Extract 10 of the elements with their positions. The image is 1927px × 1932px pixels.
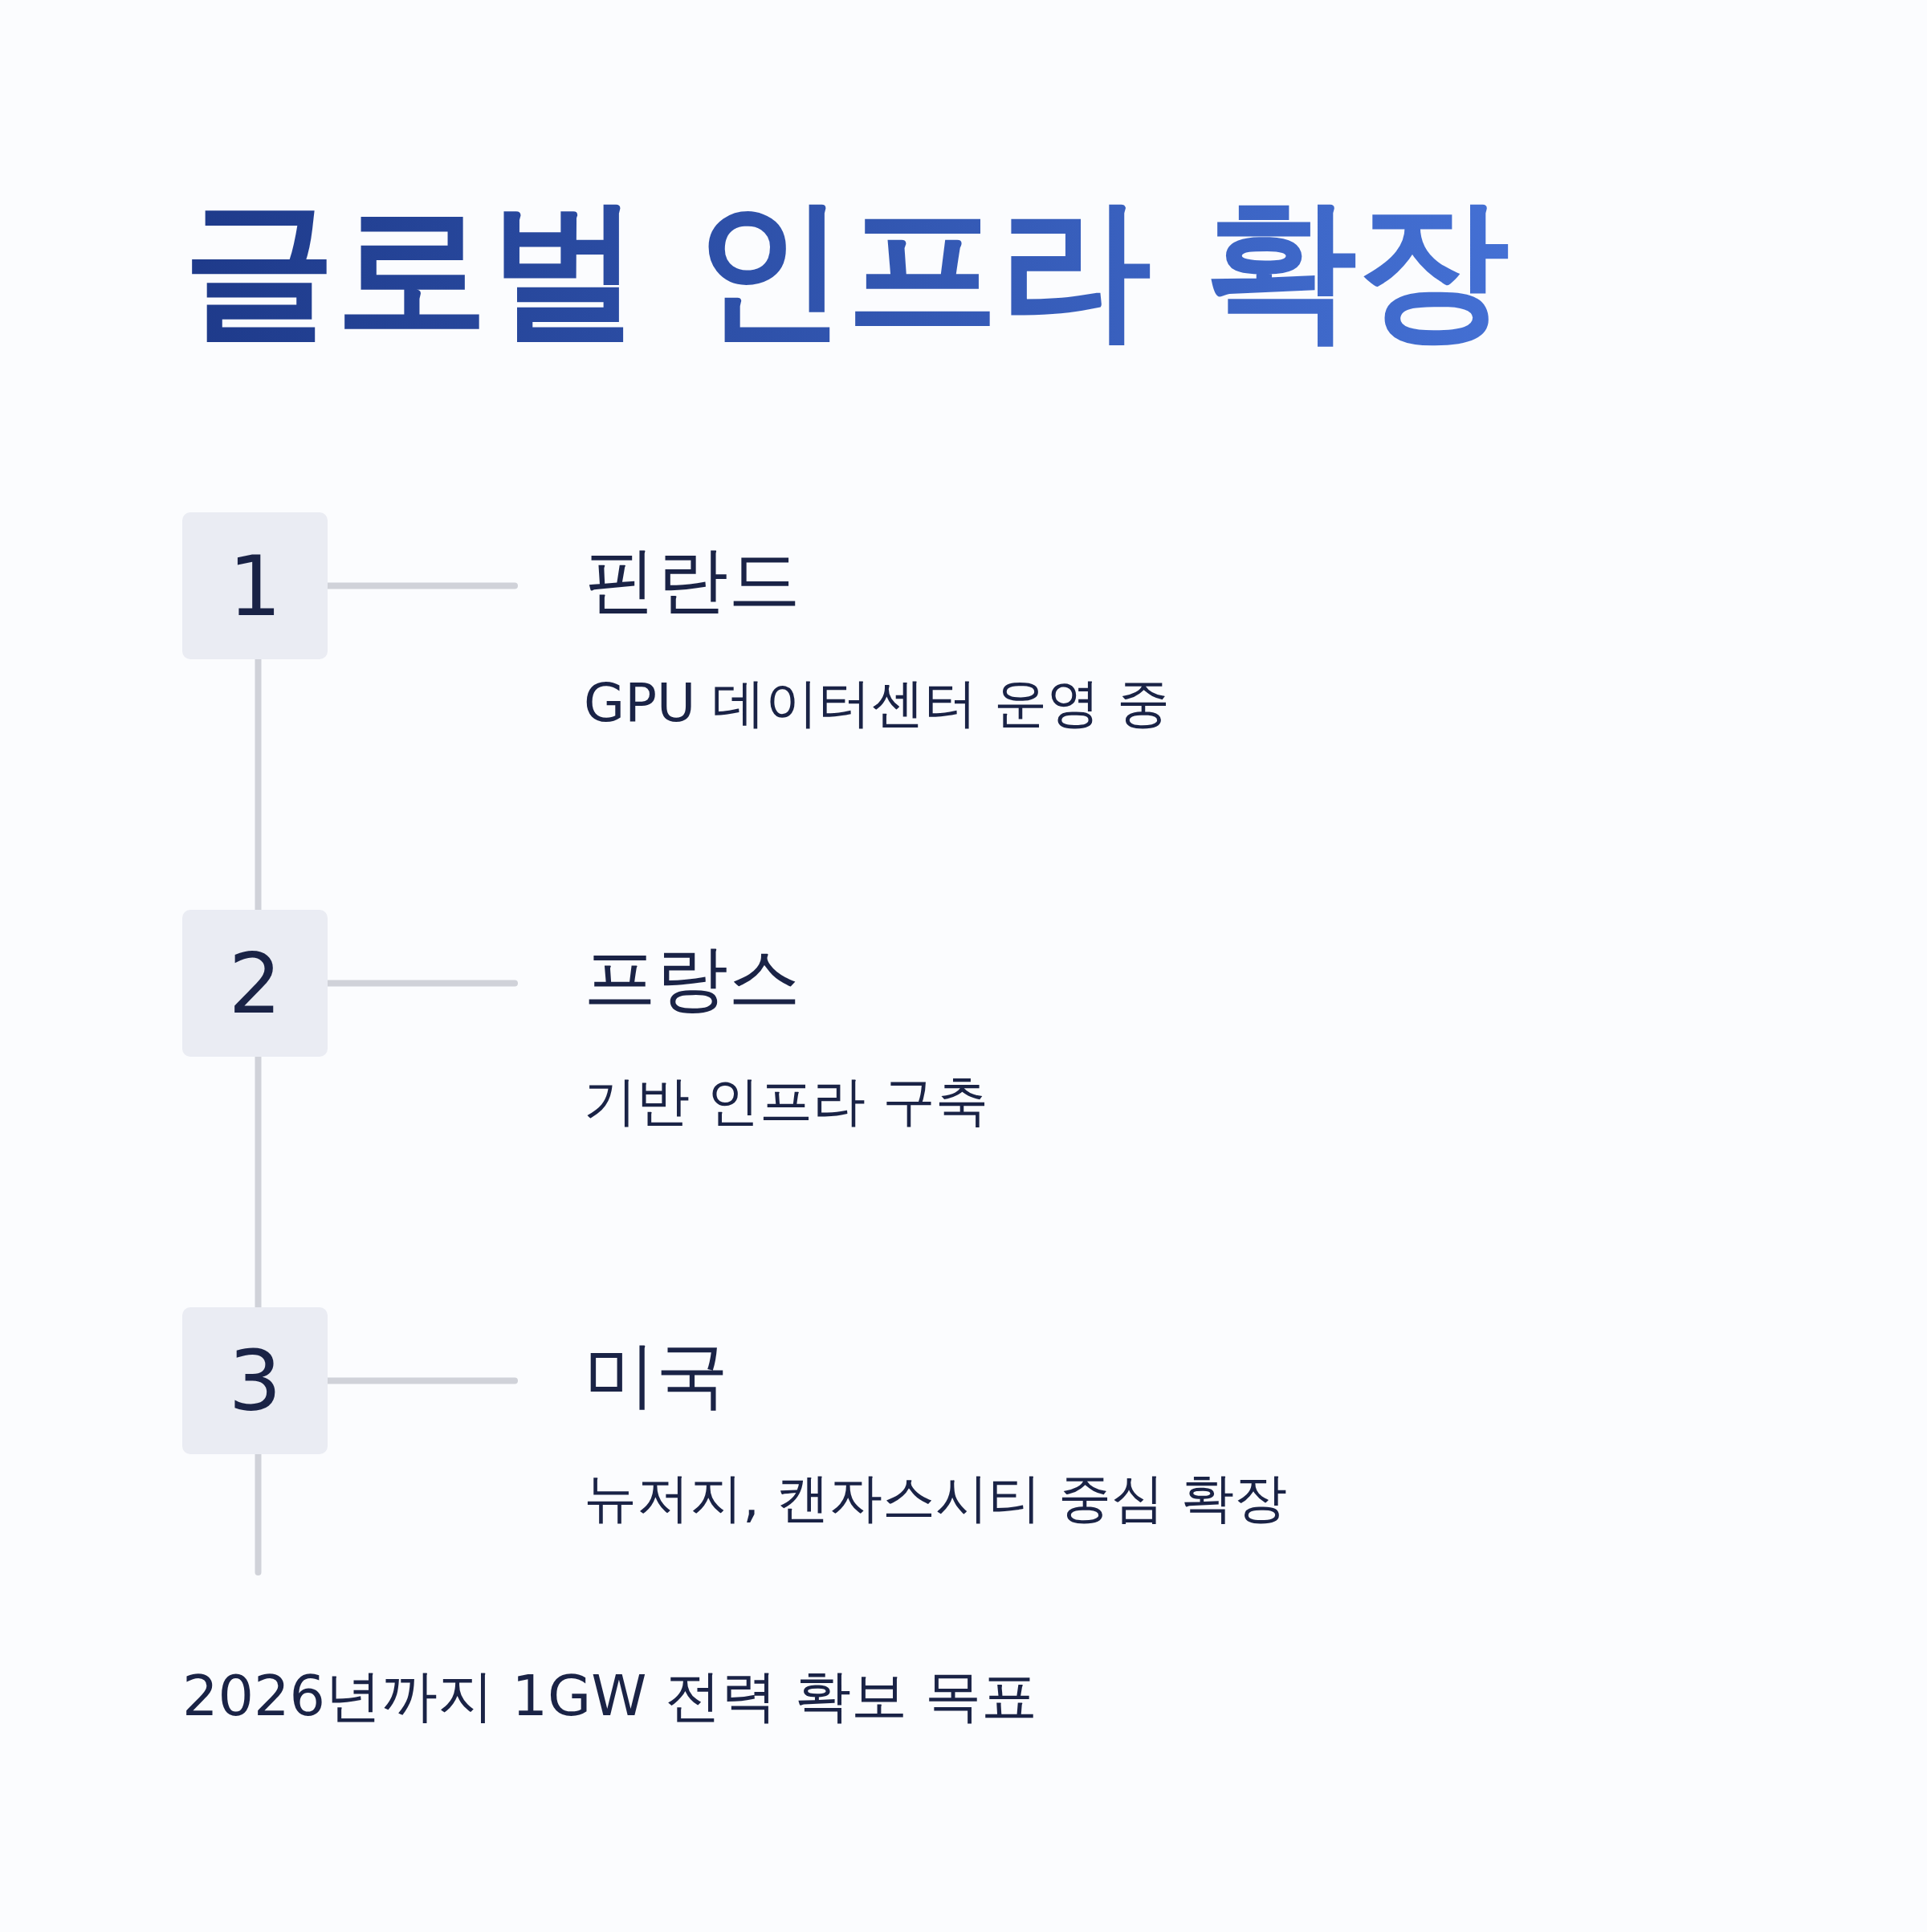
number-box: 1 (182, 512, 328, 659)
number-box: 3 (182, 1307, 328, 1454)
country-heading: 프랑스 (584, 935, 801, 1021)
description-text: GPU 데이터센터 운영 중 (584, 671, 1171, 736)
country-heading: 미국 (584, 1331, 729, 1418)
description-text: 기반 인프라 구축 (584, 1070, 988, 1134)
country-heading: 핀란드 (584, 536, 801, 623)
description-text: 뉴저지, 캔자스시티 중심 확장 (584, 1466, 1287, 1531)
caption: 2026년까지 1GW 전력 확보 목표 (182, 1662, 1038, 1730)
number-box: 2 (182, 910, 328, 1057)
